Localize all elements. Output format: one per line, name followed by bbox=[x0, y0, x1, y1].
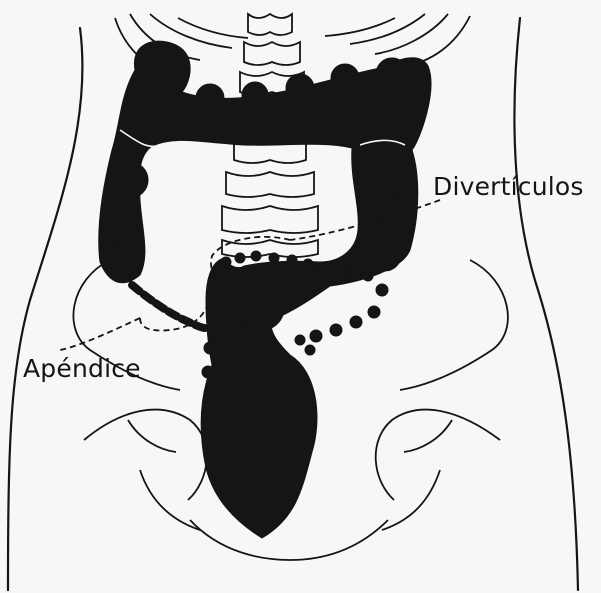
label-diverticulos: Divertículos bbox=[433, 172, 584, 201]
colon bbox=[99, 41, 431, 538]
label-apendice: Apéndice bbox=[23, 354, 141, 383]
